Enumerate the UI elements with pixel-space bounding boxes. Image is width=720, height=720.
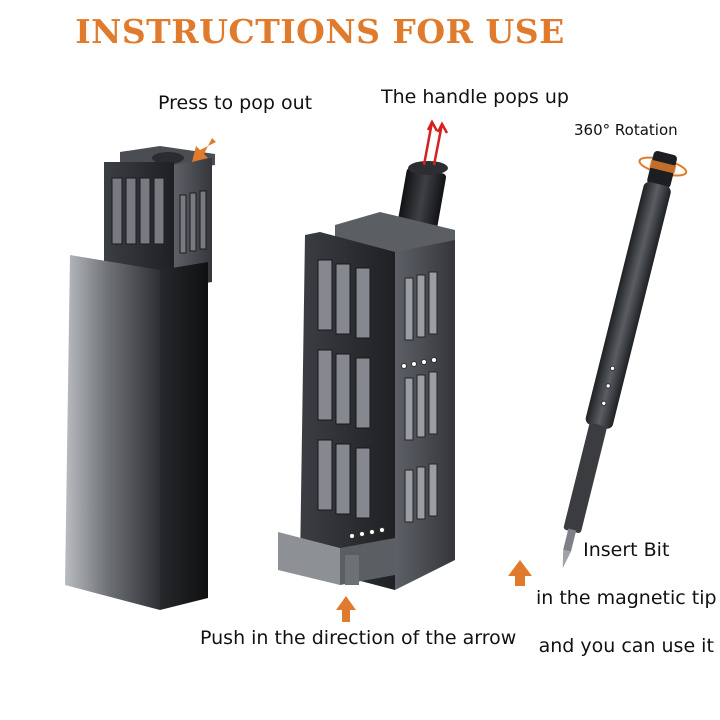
push-arrow-icon (336, 596, 356, 622)
kit-sleeve-side (160, 262, 208, 610)
driver-tip (563, 528, 577, 552)
page-title: INSTRUCTIONS FOR USE (75, 12, 565, 51)
insert-line-2: in the magnetic tip (536, 587, 717, 609)
pop-button (152, 152, 184, 164)
press-arrow-icon (192, 138, 216, 162)
handle-top (408, 161, 448, 175)
screwdriver (562, 150, 688, 569)
insert-line-3: and you can use it (538, 635, 714, 657)
base-screw (345, 555, 359, 585)
open-kit (278, 119, 455, 622)
press-label: Press to pop out (158, 92, 313, 114)
rotation-label: 360° Rotation (574, 121, 678, 139)
kit-sleeve-front (65, 255, 160, 610)
driver-bit (562, 549, 571, 569)
push-label: Push in the direction of the arrow (200, 627, 517, 649)
insert-bit-label: Insert Bit in the magnetic tip and you c… (536, 514, 717, 682)
driver-shaft (563, 423, 607, 533)
handle-label: The handle pops up (381, 86, 569, 108)
closed-kit (65, 138, 216, 610)
pop-up-arrows-icon (422, 119, 449, 166)
insert-arrow-icon (508, 560, 532, 586)
driver-handle (585, 181, 671, 429)
insert-line-1: Insert Bit (583, 539, 670, 561)
open-kit-base (278, 532, 340, 585)
